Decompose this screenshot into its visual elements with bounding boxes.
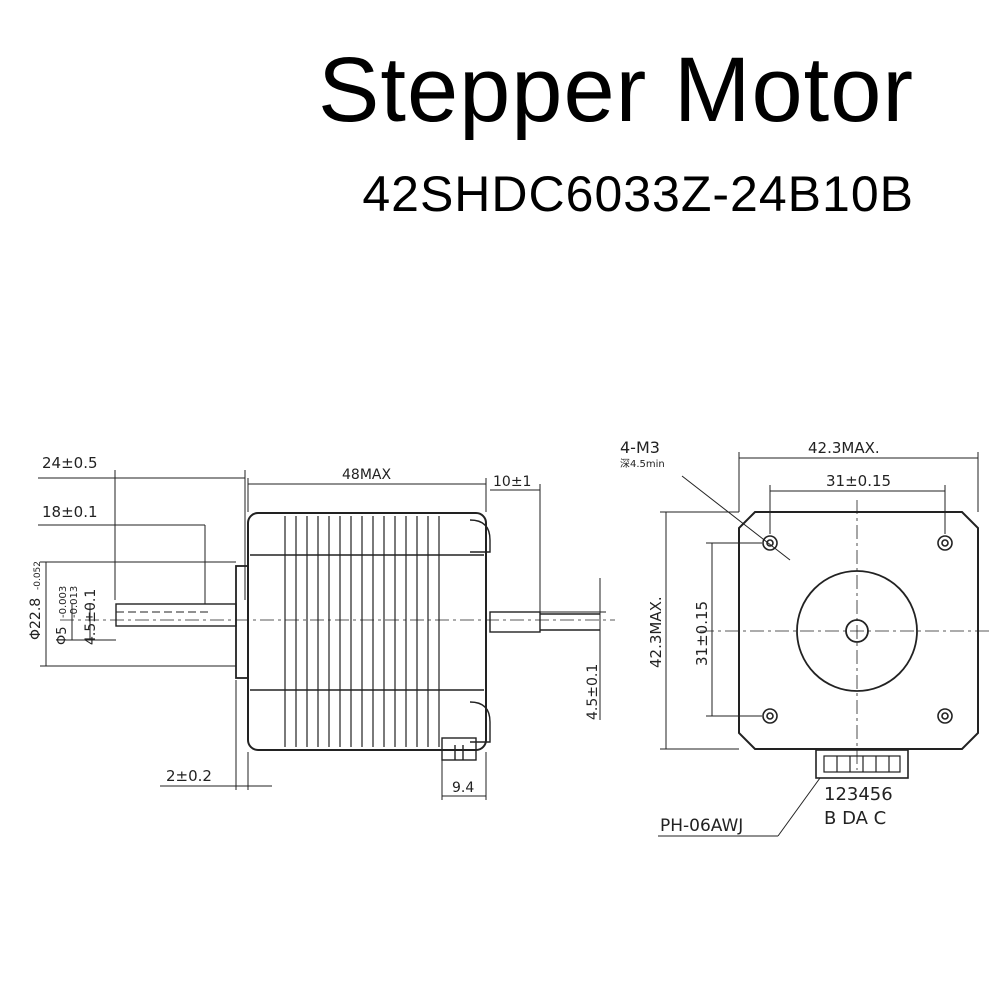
front-boss [235,565,249,679]
connector-pins [823,755,901,773]
dim-shaft-tol-lower: -0.013 [69,586,80,618]
dim-hole-spacing-h: 31±0.15 [826,472,891,490]
dim-shaft-length: 24±0.5 [42,454,98,472]
dim-height: 42.3MAX. [647,596,665,668]
motor-face [738,511,979,750]
dim-rear-shaft: 10±1 [493,474,531,490]
page-title: Stepper Motor [318,39,914,141]
dim-flat-length: 18±0.1 [42,503,98,521]
front-view: 123456 B DA C PH-06AWJ 4-M3 深4.5min 42.3… [620,438,990,837]
motor-body [247,512,487,751]
dim-boss-tol: -0.052 [33,561,43,590]
dim-shaft-diameter: Φ5 [55,626,70,645]
pin-numbers: 123456 [824,784,893,805]
rear-shaft [489,611,541,633]
dim-flat-depth: 4.5±0.1 [83,589,99,645]
connector [815,749,909,779]
dim-boss-diameter: Φ22.8 [28,598,44,640]
connector-stub [441,737,477,761]
dim-boss-height: 2±0.2 [166,767,212,785]
screw-label: 4-M3 [620,438,660,457]
front-shaft [115,603,237,627]
screw-depth: 深4.5min [620,458,665,470]
pin-phases: B DA C [824,808,886,829]
mounting-holes [762,535,953,724]
dim-width: 42.3MAX. [808,439,880,457]
dim-hole-spacing-v: 31±0.15 [693,601,711,666]
dim-shaft-tol-upper: -0.003 [58,586,69,618]
model-number: 42SHDC6033Z-24B10B [362,166,914,222]
connector-model: PH-06AWJ [660,816,743,836]
dim-body-length: 48MAX [342,467,391,483]
lamination-fins [284,516,440,747]
dim-rear-flat: 4.5±0.1 [585,664,601,720]
dim-connector-width: 9.4 [452,780,474,796]
side-view: 24±0.5 18±0.1 48MAX 10±1 Φ22.8 -0.052 Φ5… [28,454,615,800]
